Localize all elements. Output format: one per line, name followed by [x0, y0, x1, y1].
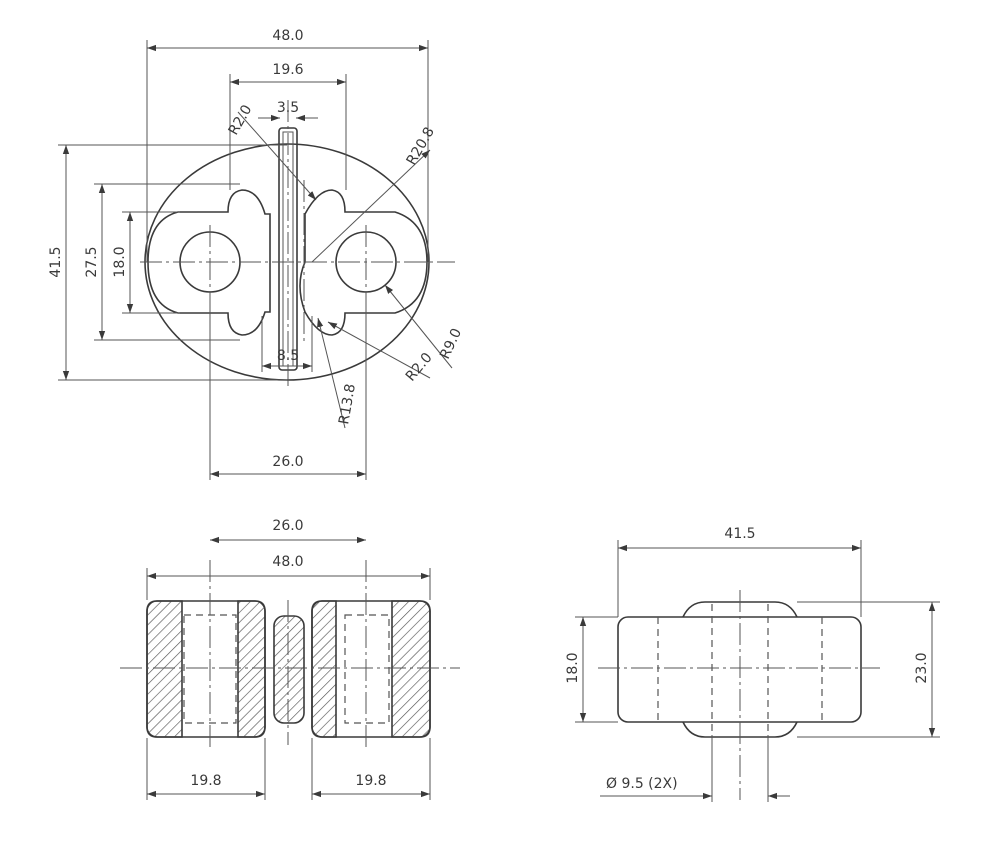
- dim-overall-height: 41.5: [48, 246, 64, 277]
- dim-lobe-height: 18.0: [112, 246, 128, 277]
- side-dim-body-height: 18.0: [565, 652, 581, 683]
- side-dim-overall-width: 41.5: [724, 526, 755, 542]
- dim-neck-width: 8.5: [277, 348, 299, 364]
- right-lobe: [299, 189, 428, 336]
- dim-inner-height: 27.5: [84, 246, 100, 277]
- side-dim-max-height: 23.0: [914, 652, 930, 683]
- section-dim-overall-width: 48.0: [272, 554, 303, 570]
- section-view: 26.0 48.0 19.8 19.8: [120, 518, 460, 800]
- dim-overall-width: 48.0: [272, 28, 303, 44]
- section-dim-right-width: 19.8: [355, 773, 386, 789]
- dim-fillet-lower: R2.0: [403, 350, 436, 385]
- dim-inner-radius: R13.8: [336, 383, 359, 426]
- section-center-link: [273, 615, 305, 724]
- dim-hole-spacing: 26.0: [272, 454, 303, 470]
- dim-hole-radius: R9.0: [437, 326, 465, 362]
- side-hole-callout: Ø 9.5 (2X): [606, 776, 678, 792]
- top-view: 48.0 19.6 3.5 R2.0 R20.8 41.5 27.5 18.0: [48, 28, 465, 480]
- section-dim-hole-spacing: 26.0: [272, 518, 303, 534]
- side-view: 41.5 18.0 23.0 Ø 9.5 (2X): [565, 526, 940, 802]
- section-dim-left-width: 19.8: [190, 773, 221, 789]
- dim-slot-width: 3.5: [277, 100, 299, 116]
- dim-outer-radius: R20.8: [404, 125, 438, 168]
- dim-slot-outer-width: 19.6: [272, 62, 303, 78]
